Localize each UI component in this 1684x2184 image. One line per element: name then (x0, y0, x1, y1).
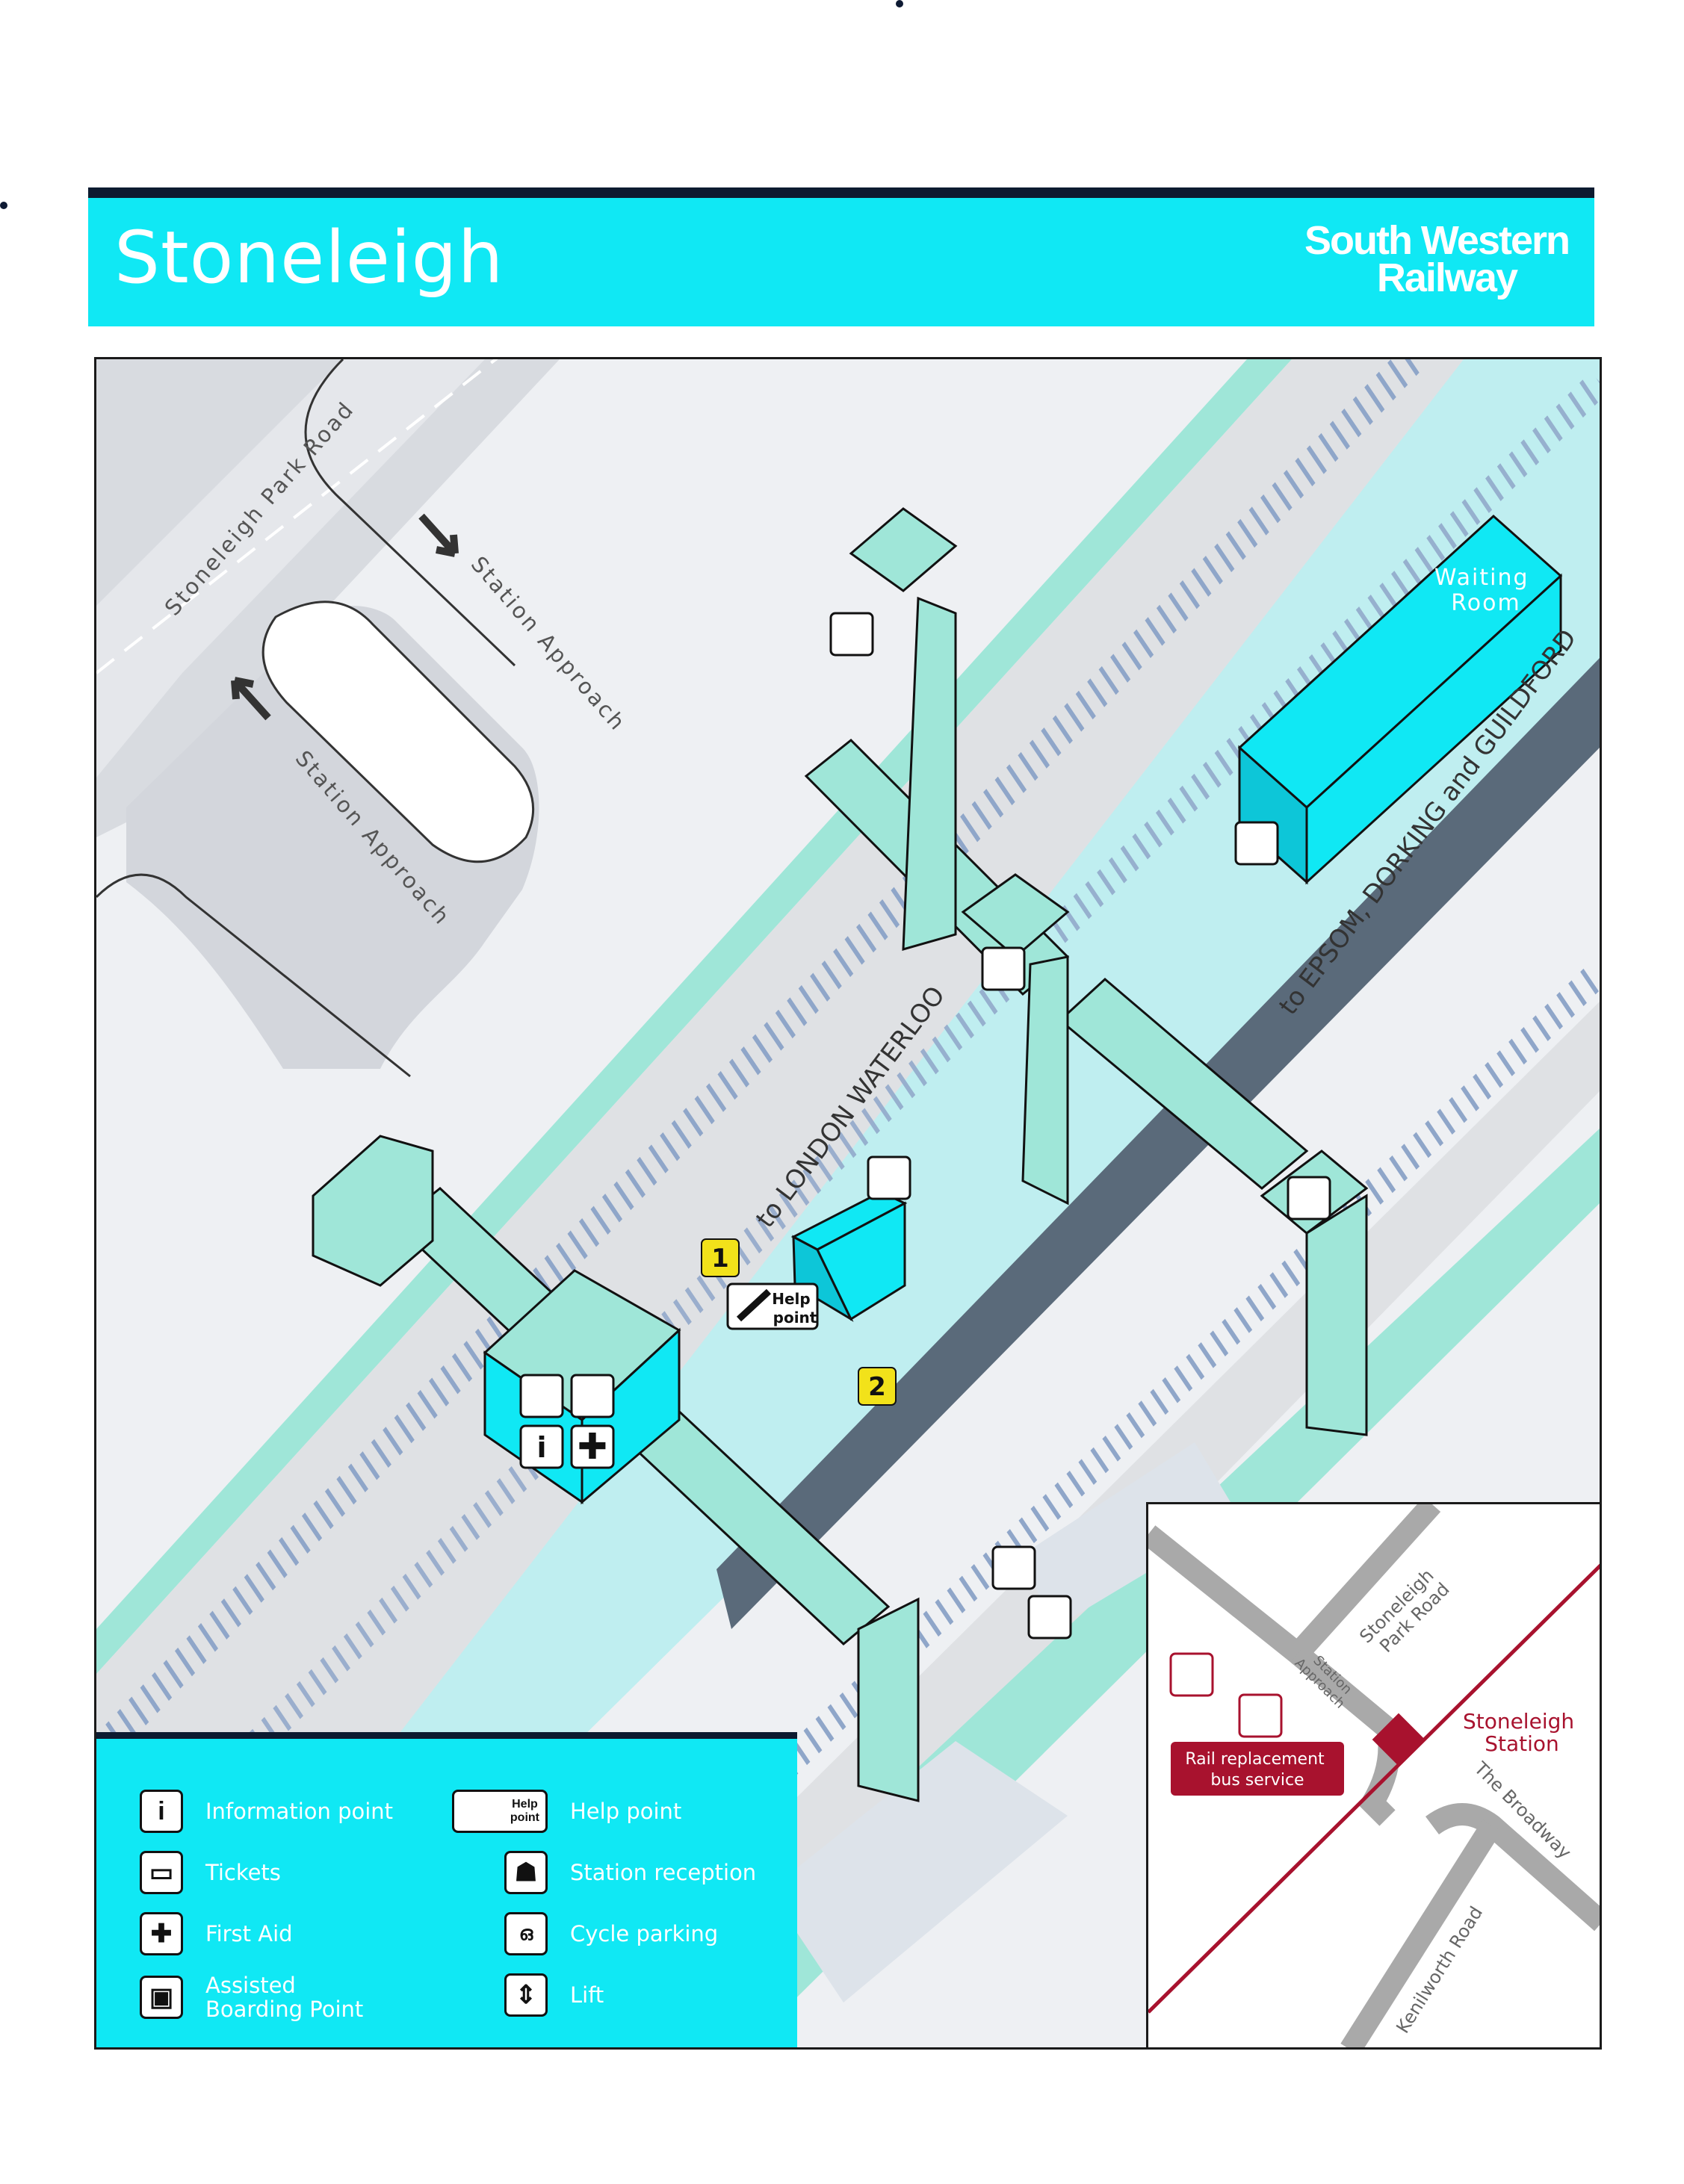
legend-label-lift: Lift (570, 1982, 604, 2008)
legend-label-help-point: Help point (570, 1799, 682, 1824)
legend-item-tickets: ▭ Tickets (140, 1851, 281, 1894)
tickets-map-icon-2 (1027, 1595, 1072, 1639)
first-aid-map-glyph: ✚ (578, 1426, 607, 1468)
stray-dot-left (0, 202, 7, 209)
cycle-parking-map-icon (991, 1545, 1036, 1590)
map-help-point-icon: Help point (726, 1282, 819, 1330)
platform-2-badge (858, 1367, 897, 1406)
station-map: Stoneleigh Park Road Station Approach St… (94, 357, 1602, 2050)
brand-line-2: Railway (1376, 255, 1518, 300)
info-map-icon (519, 1424, 564, 1469)
reception-map-icon (570, 1374, 615, 1418)
legend-item-station-reception: ☗ Station reception (504, 1851, 756, 1894)
tickets-map-icon-1 (1234, 821, 1279, 866)
first-aid-icon: ✚ (140, 1912, 183, 1955)
legend-item-information: i Information point (140, 1790, 393, 1833)
inset-bus-label-box (1171, 1742, 1344, 1796)
info-map-glyph: i (536, 1431, 546, 1464)
waiting-room-label: Waiting Room (1434, 565, 1538, 616)
tickets-icon: ▭ (140, 1851, 183, 1894)
legend-panel: i Information point ▭ Tickets ✚ First Ai… (96, 1732, 797, 2047)
legend-label-tickets: Tickets (205, 1860, 281, 1885)
lift-icon: ⇕ (504, 1973, 548, 2017)
brand-line-1: South Western (1304, 218, 1570, 263)
footbridges (312, 507, 1369, 1802)
platform-1-number: 1 (711, 1244, 729, 1274)
road-network (96, 359, 560, 1078)
legend-label-information: Information point (205, 1799, 394, 1824)
inset-bus-label: Rail replacement bus service (1185, 1750, 1329, 1790)
station-header: Stoneleigh South Western Railway (88, 198, 1594, 326)
legend-help-badge-line-2: point (510, 1811, 539, 1824)
lift-icon-2 (981, 946, 1026, 991)
stray-dot-top (896, 0, 903, 7)
lift-icon-1 (829, 612, 874, 657)
map-icons (519, 612, 1331, 1639)
station-reception-icon: ☗ (504, 1851, 548, 1894)
waiting-room-building (1237, 514, 1563, 885)
platform-2-number: 2 (868, 1372, 886, 1402)
assisted-boarding-icon: ▣ (140, 1976, 183, 2019)
arrow-out-icon (231, 677, 271, 721)
arrow-in-icon (418, 513, 459, 557)
map-help-line-2: point (773, 1309, 817, 1327)
legend-item-cycle-parking: ഒ Cycle parking (504, 1912, 718, 1955)
station-name: Stoneleigh (114, 216, 504, 300)
header-top-bar (88, 187, 1594, 198)
lift-icon-3 (1287, 1176, 1331, 1220)
locator-inset-map: Rail replacement bus service Stoneleigh … (1146, 1502, 1600, 2047)
legend-help-badge-line-1: Help (512, 1798, 538, 1811)
legend-item-first-aid: ✚ First Aid (140, 1912, 293, 1955)
legend-label-station-reception: Station reception (570, 1860, 757, 1885)
assisted-boarding-map-icon (867, 1155, 911, 1200)
legend-item-lift: ⇕ Lift (504, 1973, 604, 2017)
legend-item-assisted-boarding: ▣ Assisted Boarding Point (140, 1973, 363, 2021)
inset-bus-icon-2 (1238, 1693, 1283, 1738)
inset-station-label: Stoneleigh Station (1463, 1709, 1581, 1756)
first-aid-map-icon (570, 1424, 615, 1469)
inset-station-marker (1372, 1713, 1425, 1766)
assisted-boarding-cube (790, 1191, 908, 1322)
platform-1-badge (701, 1238, 740, 1277)
legend-label-first-aid: First Aid (205, 1921, 293, 1946)
legend-label-assisted-boarding: Assisted Boarding Point (205, 1973, 364, 2022)
waiting-room-line-2: Room (1451, 590, 1520, 616)
waiting-room-line-1: Waiting (1434, 565, 1529, 591)
tickets-map-icon-3 (519, 1374, 564, 1418)
information-icon: i (140, 1790, 183, 1833)
inset-railway-line (1148, 1563, 1600, 2014)
cycle-parking-icon: ഒ (504, 1912, 548, 1955)
inset-map-drawing: Rail replacement bus service Stoneleigh … (1148, 1504, 1600, 2047)
operator-logo: South Western Railway (1304, 218, 1570, 300)
map-help-line-1: Help (772, 1290, 810, 1308)
legend-label-cycle-parking: Cycle parking (570, 1921, 719, 1946)
inset-bus-icon-1 (1169, 1652, 1214, 1697)
